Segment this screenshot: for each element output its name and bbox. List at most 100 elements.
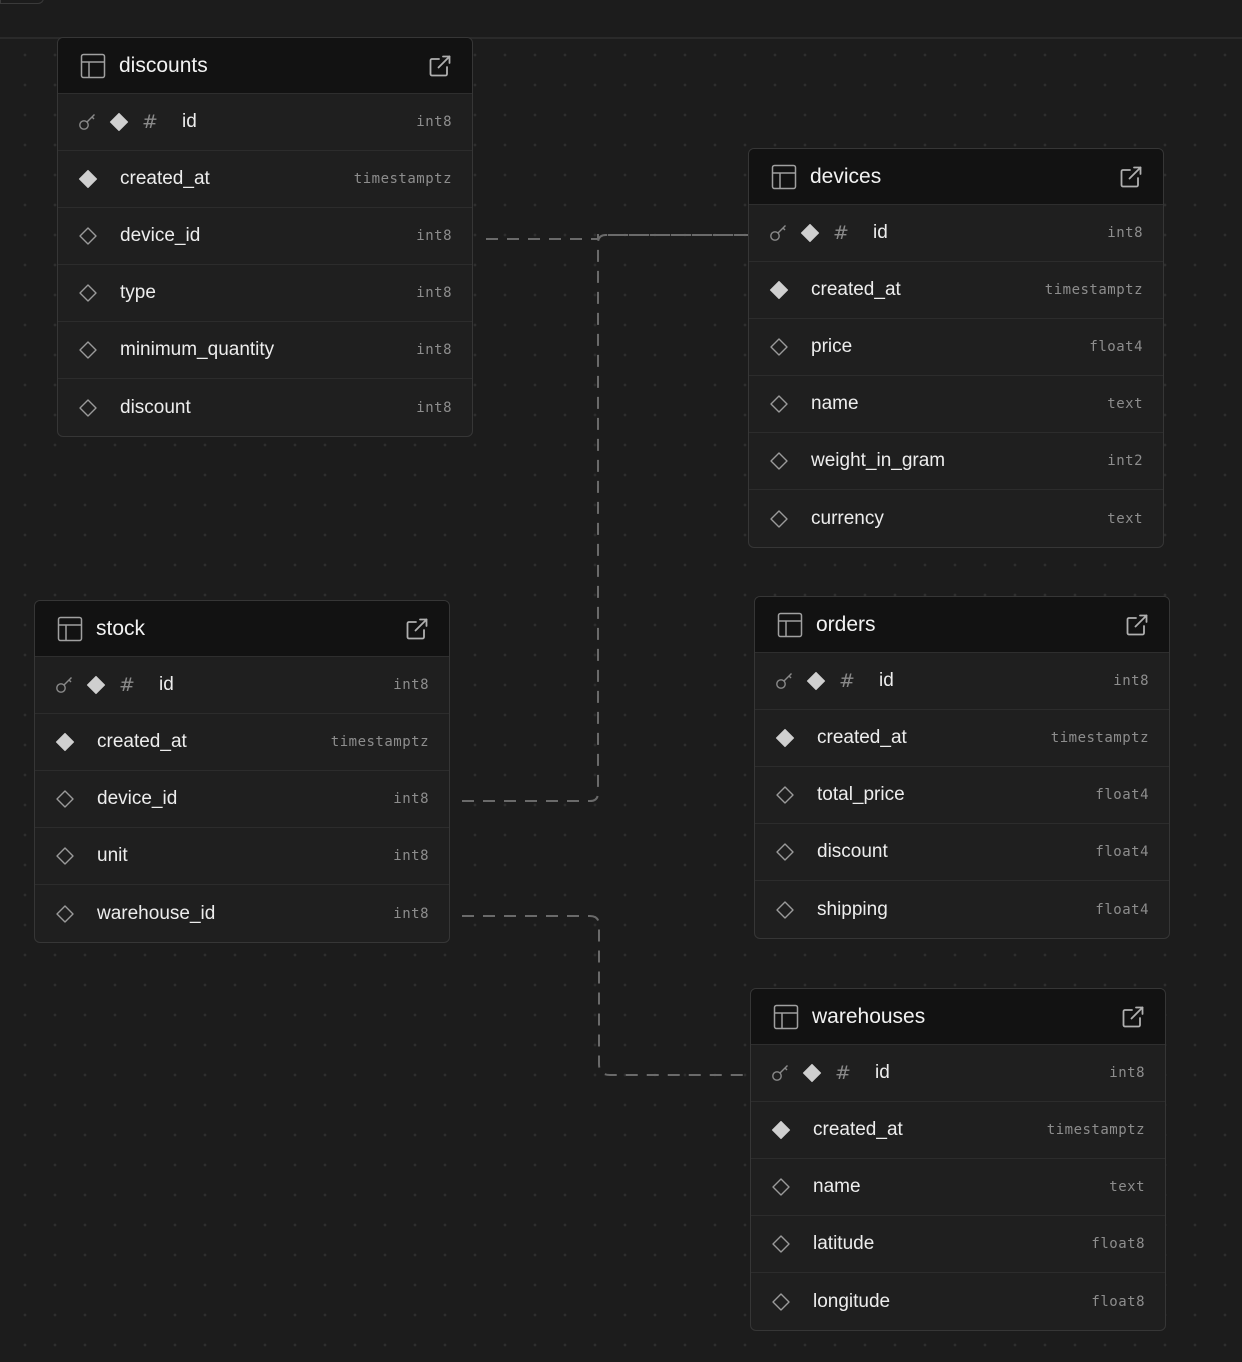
column-type: float4 [1089, 339, 1143, 355]
table-title: stock [96, 616, 146, 640]
column-icons [78, 226, 120, 246]
diamond-outline-icon [769, 394, 789, 414]
column-icons: # [771, 1063, 875, 1083]
column-type: float8 [1091, 1293, 1145, 1310]
column-row-id[interactable]: #id int8 [35, 657, 449, 714]
column-name: created_at [811, 279, 901, 300]
column-type: timestamptz [330, 734, 429, 750]
column-icons [55, 789, 97, 809]
column-icons [55, 732, 97, 752]
column-name: device_id [120, 225, 201, 246]
top-toolbar [0, 0, 1242, 39]
column-type: int8 [416, 285, 452, 301]
column-name: longitude [813, 1290, 891, 1312]
column-name: minimum_quantity [120, 339, 275, 360]
column-icons: # [55, 675, 159, 695]
column-name: id [159, 674, 174, 695]
open-external-icon[interactable] [1121, 1005, 1145, 1029]
column-icons [771, 1234, 813, 1254]
edge-discounts-device-id-to-devices-id [486, 234, 748, 240]
column-icons [775, 842, 817, 862]
hash-icon: # [839, 670, 855, 692]
column-icons [55, 904, 97, 924]
column-icons [769, 394, 811, 414]
table-header[interactable]: orders [755, 597, 1169, 653]
diamond-outline-icon [55, 846, 75, 866]
key-icon [78, 112, 98, 132]
table-title: devices [810, 164, 882, 188]
diamond-filled-icon [109, 112, 129, 132]
column-icons [78, 398, 120, 418]
diamond-filled-icon [800, 223, 820, 243]
table-header[interactable]: devices [749, 149, 1163, 205]
hash-icon: # [833, 222, 849, 244]
table-icon [57, 616, 83, 642]
table-title: discounts [119, 53, 208, 77]
diamond-filled-icon [806, 671, 826, 691]
open-external-icon[interactable] [428, 54, 452, 78]
column-row-longitude[interactable]: longitude float8 [751, 1273, 1165, 1330]
table-header[interactable]: stock [35, 601, 449, 657]
toolbar-tab[interactable] [0, 0, 44, 4]
open-external-icon[interactable] [405, 617, 429, 641]
table-header[interactable]: discounts [58, 38, 472, 94]
column-icons [769, 337, 811, 357]
diamond-filled-icon [86, 675, 106, 695]
column-type: int8 [393, 848, 429, 864]
column-name: latitude [813, 1233, 875, 1254]
diamond-outline-icon [769, 451, 789, 471]
column-name: warehouse_id [97, 902, 216, 924]
table-title: orders [816, 612, 876, 636]
column-icons [771, 1292, 813, 1312]
column-icons: # [775, 671, 879, 691]
diamond-filled-icon [78, 169, 98, 189]
column-row-unit[interactable]: unit int8 [35, 828, 449, 885]
diamond-outline-icon [78, 398, 98, 418]
column-icons [771, 1120, 813, 1140]
column-type: float4 [1095, 787, 1149, 803]
column-icons [769, 509, 811, 529]
diamond-filled-icon [769, 280, 789, 300]
column-name: unit [97, 845, 128, 866]
table-title: warehouses [812, 1004, 926, 1028]
key-icon [775, 671, 795, 691]
column-name: shipping [817, 898, 888, 920]
column-type: float4 [1095, 844, 1149, 860]
column-type: int8 [393, 677, 429, 693]
table-header[interactable]: warehouses [751, 989, 1165, 1045]
column-row-discount[interactable]: discount float4 [755, 824, 1169, 881]
diamond-outline-icon [78, 340, 98, 360]
column-type: timestamptz [1046, 1122, 1145, 1138]
column-name: discount [817, 841, 888, 862]
open-external-icon[interactable] [1119, 165, 1143, 189]
open-external-icon[interactable] [1125, 613, 1149, 637]
